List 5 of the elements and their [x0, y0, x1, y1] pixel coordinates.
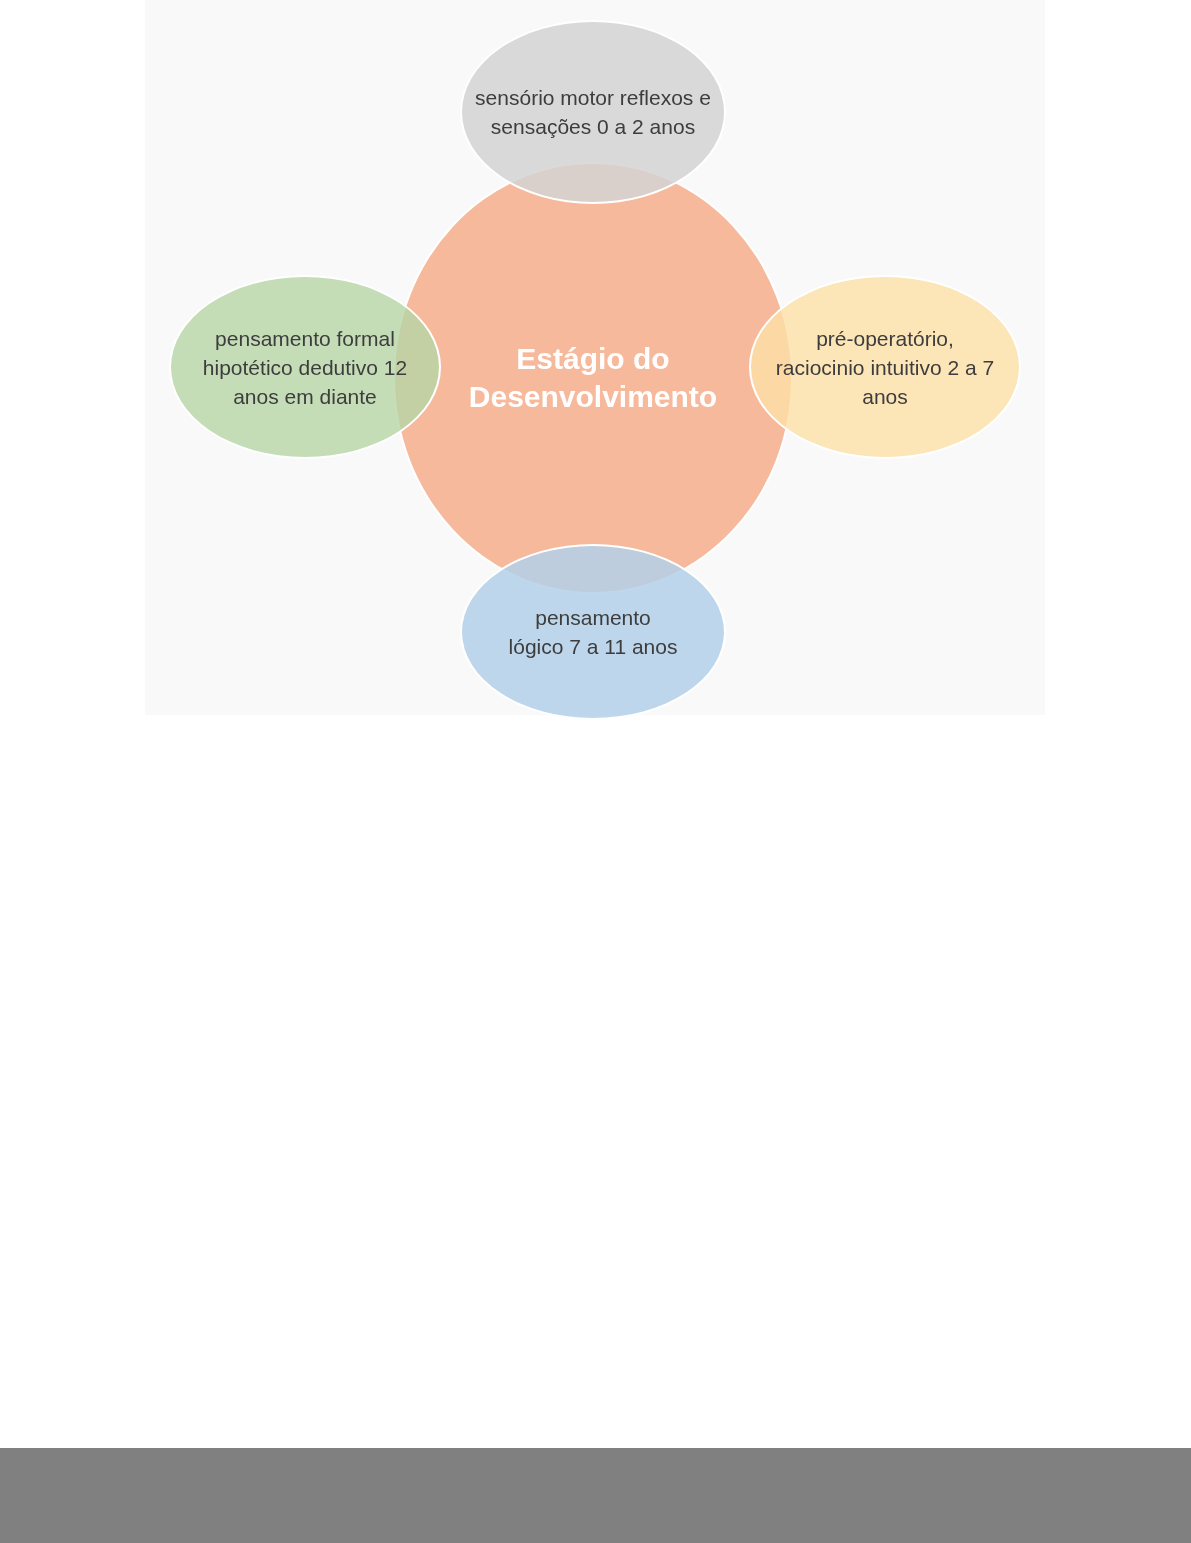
stage-label: pré-operatório, raciocinio intuitivo 2 a 7 anos — [774, 325, 996, 410]
stage-label: pensamento formal hipotético dedutivo 12 anos em diante — [201, 325, 409, 410]
stage-label: pensamento lógico 7 a 11 anos — [508, 605, 678, 660]
central-title: Estágio do Desenvolvimento — [467, 341, 719, 415]
stage-label: sensório motor reflexos e sensações 0 a 2 anos — [474, 85, 712, 140]
